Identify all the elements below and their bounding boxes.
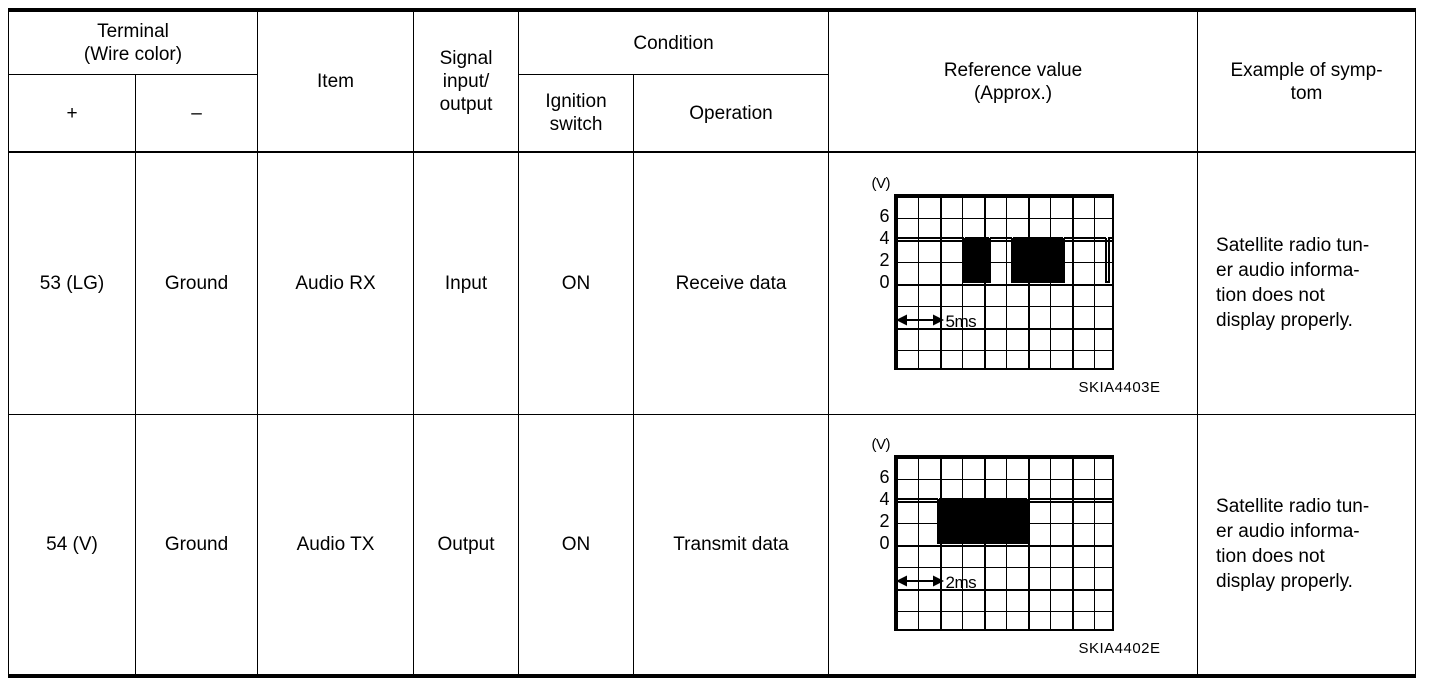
scope-timebase-label: 2ms (945, 572, 977, 592)
header-ignition-switch: Ignition switch (518, 74, 635, 153)
header-row-secondary: + – Ignition switch Operation (8, 74, 1416, 153)
scope-timebase: 5ms (894, 312, 1114, 338)
scope-grid (893, 193, 1114, 370)
scope-trace-tx (893, 455, 1114, 631)
cell-ignition-switch: ON (518, 151, 635, 415)
header-terminal-plus: + (8, 74, 136, 153)
table-body: 53 (LG) Ground Audio RX Input ON Receive… (8, 151, 1417, 677)
scope-y-tick: 6 (879, 466, 890, 487)
table-header: Terminal (Wire color) Item Signal input/… (7, 9, 1417, 153)
scope-figure-code: SKIA4403E (1078, 378, 1161, 396)
header-row-primary: Terminal (Wire color) Item Signal input/… (7, 9, 1417, 153)
header-terminal-group: Terminal (Wire color) (7, 9, 259, 75)
header-signal-io: Signal input/ output (413, 9, 520, 153)
cell-terminal-plus: 53 (LG) (8, 151, 136, 415)
cell-terminal-minus: Ground (134, 151, 259, 415)
header-reference-value: Reference value (Approx.) (828, 9, 1199, 153)
cell-signal-io: Output (413, 413, 520, 677)
oscilloscope-waveform: (V) 6 4 2 0 (866, 174, 1161, 395)
cell-example-symptom: Satellite radio tun- er audio informa- t… (1197, 151, 1417, 415)
cell-terminal-plus: 54 (V) (8, 413, 136, 677)
scope-timebase-label: 5ms (945, 311, 977, 331)
scope-y-tick: 4 (879, 227, 890, 248)
scope-trace-rx (893, 194, 1114, 370)
header-operation: Operation (633, 74, 830, 153)
cell-ignition-switch: ON (518, 413, 635, 677)
header-example-symptom: Example of symp- tom (1197, 9, 1417, 153)
header-terminal-minus: – (134, 74, 259, 153)
scope-y-tick: 0 (879, 532, 890, 553)
cell-item: Audio RX (257, 151, 415, 415)
scope-timebase: 2ms (894, 573, 1114, 599)
table-row: 53 (LG) Ground Audio RX Input ON Receive… (8, 151, 1417, 415)
oscilloscope-waveform: (V) 6 4 2 0 (866, 435, 1161, 656)
terminal-diagnosis-table: Terminal (Wire color) Item Signal input/… (7, 8, 1417, 678)
scope-y-tick: 6 (879, 205, 890, 226)
table-row: 54 (V) Ground Audio TX Output ON Transmi… (8, 413, 1417, 677)
cell-reference-value: (V) 6 4 2 0 (828, 413, 1199, 677)
cell-reference-value: (V) 6 4 2 0 (828, 151, 1199, 415)
cell-terminal-minus: Ground (134, 413, 259, 677)
scope-y-tick: 2 (879, 510, 890, 531)
scope-y-tick: 2 (879, 249, 890, 270)
cell-operation: Receive data (633, 151, 830, 415)
cell-signal-io: Input (413, 151, 520, 415)
scope-unit-label: (V) (871, 174, 891, 192)
symptom-text: Satellite radio tun- er audio informa- t… (1216, 235, 1370, 332)
scope-unit-label: (V) (871, 435, 891, 453)
scope-y-tick: 0 (879, 271, 890, 292)
symptom-text: Satellite radio tun- er audio informa- t… (1216, 496, 1370, 593)
cell-operation: Transmit data (633, 413, 830, 677)
cell-item: Audio TX (257, 413, 415, 677)
header-condition-group: Condition (518, 9, 830, 75)
scope-y-tick: 4 (879, 488, 890, 509)
header-item: Item (257, 9, 415, 153)
cell-example-symptom: Satellite radio tun- er audio informa- t… (1197, 413, 1417, 677)
scope-figure-code: SKIA4402E (1078, 639, 1161, 657)
